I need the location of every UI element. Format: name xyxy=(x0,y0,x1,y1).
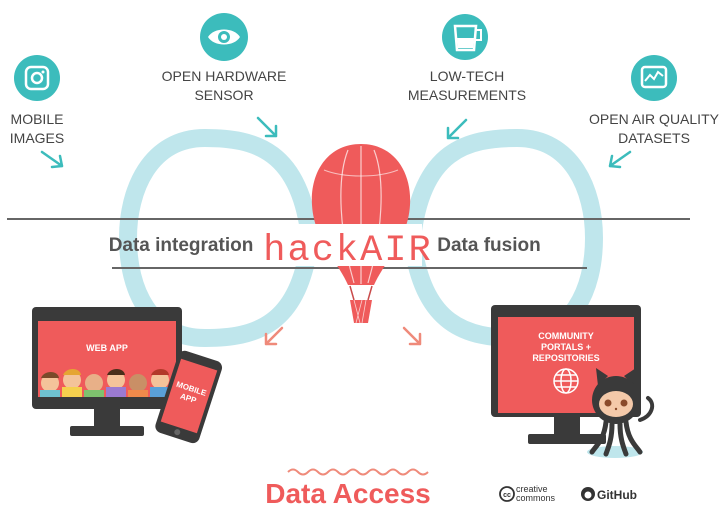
low-tech-line2: MEASUREMENTS xyxy=(408,87,526,103)
open-air-quality-line1: OPEN AIR QUALITY xyxy=(589,111,720,127)
wavy-underline-decoration xyxy=(287,468,429,476)
arrow-low-tech xyxy=(446,118,468,140)
mobile-images-line1: MOBILE xyxy=(11,111,64,127)
web-app-monitor: WEB APP xyxy=(32,307,182,436)
camera-icon xyxy=(24,65,50,91)
globe-icon xyxy=(553,368,579,394)
svg-text:cc: cc xyxy=(503,492,511,499)
open-hardware-sensor-source: OPEN HARDWARE SENSOR xyxy=(162,13,287,103)
mobile-phone: MOBILE APP xyxy=(155,350,223,444)
arrow-to-community xyxy=(402,326,422,346)
svg-text:GitHub: GitHub xyxy=(597,488,637,502)
arrow-hardware-sensor xyxy=(256,116,278,138)
github-logo: GitHub xyxy=(581,487,637,502)
open-hardware-line1: OPEN HARDWARE xyxy=(162,68,287,84)
eye-icon xyxy=(208,29,240,45)
octocat-mascot-icon xyxy=(587,368,655,458)
people-illustration xyxy=(40,369,170,397)
data-access-title: Data Access xyxy=(265,478,431,507)
community-line1: COMMUNITY xyxy=(538,331,594,341)
open-air-quality-datasets-source: OPEN AIR QUALITY DATASETS xyxy=(589,55,720,146)
arrow-mobile-images xyxy=(40,150,64,169)
low-tech-line1: LOW-TECH xyxy=(430,68,504,84)
community-line3: REPOSITORIES xyxy=(532,353,599,363)
low-tech-measurements-source: LOW-TECH MEASUREMENTS xyxy=(408,14,526,103)
data-integration-label: Data integration xyxy=(109,235,254,256)
mobile-images-line2: IMAGES xyxy=(10,130,64,146)
arrow-open-datasets xyxy=(608,150,632,169)
hackair-brand: hackAIR xyxy=(263,230,432,272)
beaker-icon xyxy=(453,24,482,52)
open-air-quality-line2: DATASETS xyxy=(618,130,690,146)
creative-commons-logo: cc creative commons xyxy=(499,484,556,503)
svg-text:creative: creative xyxy=(516,484,548,494)
arrow-to-web-app xyxy=(264,326,284,346)
web-app-label: WEB APP xyxy=(86,343,128,353)
dataset-chart-icon xyxy=(640,65,668,89)
community-line2: PORTALS + xyxy=(541,342,591,352)
svg-text:commons: commons xyxy=(516,493,556,503)
open-hardware-line2: SENSOR xyxy=(194,87,253,103)
data-fusion-label: Data fusion xyxy=(437,235,540,256)
mobile-images-source: MOBILE IMAGES xyxy=(10,55,64,146)
infinity-loop xyxy=(118,128,604,348)
